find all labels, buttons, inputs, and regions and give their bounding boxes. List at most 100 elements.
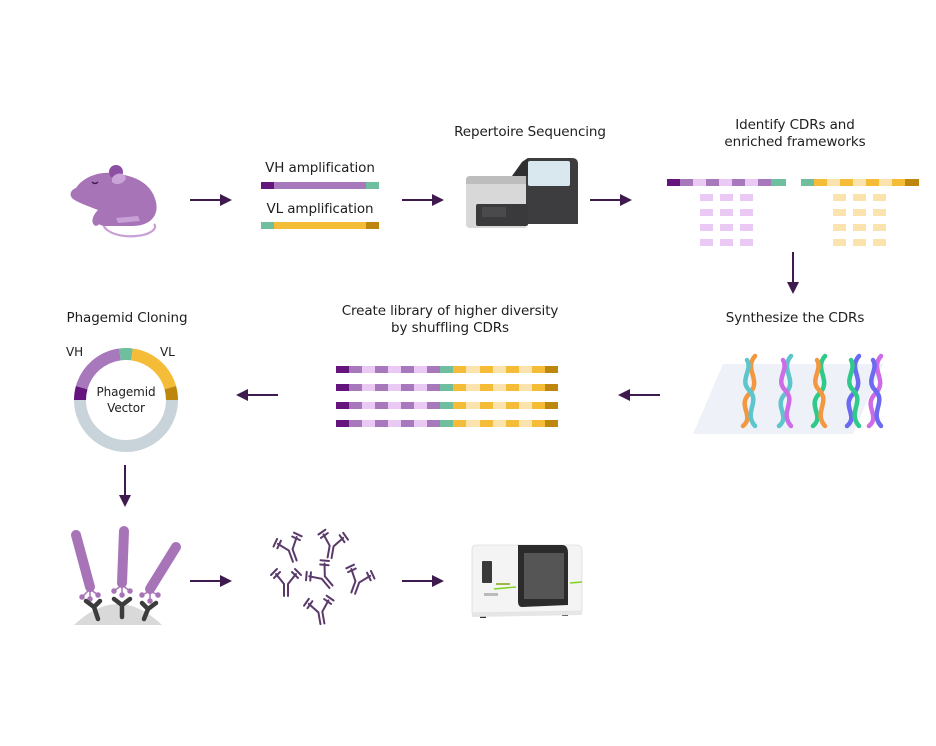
segment bbox=[375, 384, 389, 391]
vl-cdr-grid bbox=[833, 194, 886, 246]
segment bbox=[427, 384, 441, 391]
vh-cdr-grid bbox=[700, 194, 753, 246]
sequencer-instrument-icon bbox=[466, 158, 578, 228]
segment bbox=[349, 402, 363, 409]
segment bbox=[518, 384, 532, 391]
repertoire-sequencing-title: Repertoire Sequencing bbox=[454, 124, 606, 140]
dna-strands-on-plate-icon bbox=[693, 353, 884, 434]
phagemid-vector-center-label: Phagemid Vector bbox=[86, 384, 166, 416]
segment bbox=[388, 420, 402, 427]
segment bbox=[453, 402, 467, 409]
segment bbox=[518, 366, 532, 373]
vl-ring-label: VL bbox=[160, 345, 175, 359]
antibody-glyph bbox=[317, 528, 349, 560]
identify-cdrs-title: Identify CDRs and enriched frameworks bbox=[700, 117, 890, 151]
segment bbox=[349, 366, 363, 373]
segment bbox=[505, 420, 519, 427]
segment bbox=[531, 420, 545, 427]
segment bbox=[440, 384, 454, 391]
segment bbox=[505, 366, 519, 373]
segment bbox=[466, 384, 480, 391]
library-title-line2: by shuffling CDRs bbox=[391, 320, 509, 336]
segment bbox=[375, 402, 389, 409]
segment bbox=[544, 402, 558, 409]
segment bbox=[336, 402, 350, 409]
segment bbox=[453, 420, 467, 427]
segment bbox=[544, 384, 558, 391]
segment bbox=[531, 366, 545, 373]
library-sequence-bar bbox=[336, 384, 558, 391]
segment bbox=[414, 384, 428, 391]
segment bbox=[349, 420, 363, 427]
arrow-left-2 bbox=[236, 389, 278, 401]
vh-ring-label: VH bbox=[66, 345, 84, 359]
segment bbox=[466, 366, 480, 373]
segment bbox=[466, 420, 480, 427]
segment bbox=[362, 402, 376, 409]
segment bbox=[375, 366, 389, 373]
library-title-line1: Create library of higher diversity bbox=[341, 303, 559, 319]
segment bbox=[401, 420, 415, 427]
arrow-left-1 bbox=[618, 389, 660, 401]
antibody-glyph bbox=[305, 559, 334, 590]
segment bbox=[544, 420, 558, 427]
segment bbox=[479, 384, 493, 391]
arrow-right-4 bbox=[190, 575, 232, 587]
library-sequence-bar bbox=[336, 402, 558, 409]
segment bbox=[440, 366, 454, 373]
vh-amplification-label: VH amplification bbox=[265, 160, 375, 176]
arrow-down-1 bbox=[787, 252, 799, 294]
segment bbox=[362, 420, 376, 427]
arrow-down-2 bbox=[119, 465, 131, 507]
screening-instrument-icon bbox=[471, 544, 583, 618]
segment bbox=[518, 420, 532, 427]
segment bbox=[362, 384, 376, 391]
segment bbox=[492, 402, 506, 409]
vh-gene-bar bbox=[261, 182, 379, 189]
segment bbox=[336, 366, 350, 373]
segment bbox=[427, 366, 441, 373]
segment bbox=[349, 384, 363, 391]
segment bbox=[453, 366, 467, 373]
segment bbox=[414, 402, 428, 409]
segment bbox=[492, 384, 506, 391]
antibody-glyph bbox=[303, 594, 335, 626]
vl-amplification-label: VL amplification bbox=[266, 201, 374, 217]
segment bbox=[531, 384, 545, 391]
segment bbox=[440, 420, 454, 427]
center-line1: Phagemid bbox=[96, 385, 156, 399]
segment bbox=[453, 384, 467, 391]
segment bbox=[518, 402, 532, 409]
arrow-right-1 bbox=[190, 194, 232, 206]
segment bbox=[479, 366, 493, 373]
library-sequence-bar bbox=[336, 420, 558, 427]
vl-gene-bar bbox=[261, 222, 379, 229]
segment bbox=[531, 402, 545, 409]
segment bbox=[362, 366, 376, 373]
segment bbox=[479, 402, 493, 409]
segment bbox=[427, 420, 441, 427]
identify-title-line1: Identify CDRs and bbox=[735, 117, 855, 133]
shuffled-library-bars bbox=[336, 366, 558, 430]
segment bbox=[479, 420, 493, 427]
center-line2: Vector bbox=[107, 401, 145, 415]
segment bbox=[414, 420, 428, 427]
phagemid-vector-ring bbox=[73, 348, 179, 452]
library-sequence-bar bbox=[336, 366, 558, 373]
identify-title-line2: enriched frameworks bbox=[724, 134, 866, 150]
segment bbox=[401, 384, 415, 391]
segment bbox=[388, 402, 402, 409]
segment bbox=[492, 420, 506, 427]
segment bbox=[466, 402, 480, 409]
segment bbox=[544, 366, 558, 373]
segment bbox=[505, 384, 519, 391]
segment bbox=[375, 420, 389, 427]
arrow-right-2 bbox=[402, 194, 444, 206]
phagemid-cloning-title: Phagemid Cloning bbox=[66, 310, 188, 326]
segment bbox=[388, 366, 402, 373]
synthesize-cdrs-title: Synthesize the CDRs bbox=[725, 310, 865, 326]
segment bbox=[492, 366, 506, 373]
segment bbox=[505, 402, 519, 409]
create-library-title: Create library of higher diversity by sh… bbox=[320, 303, 580, 337]
antibody-glyph bbox=[272, 531, 303, 563]
